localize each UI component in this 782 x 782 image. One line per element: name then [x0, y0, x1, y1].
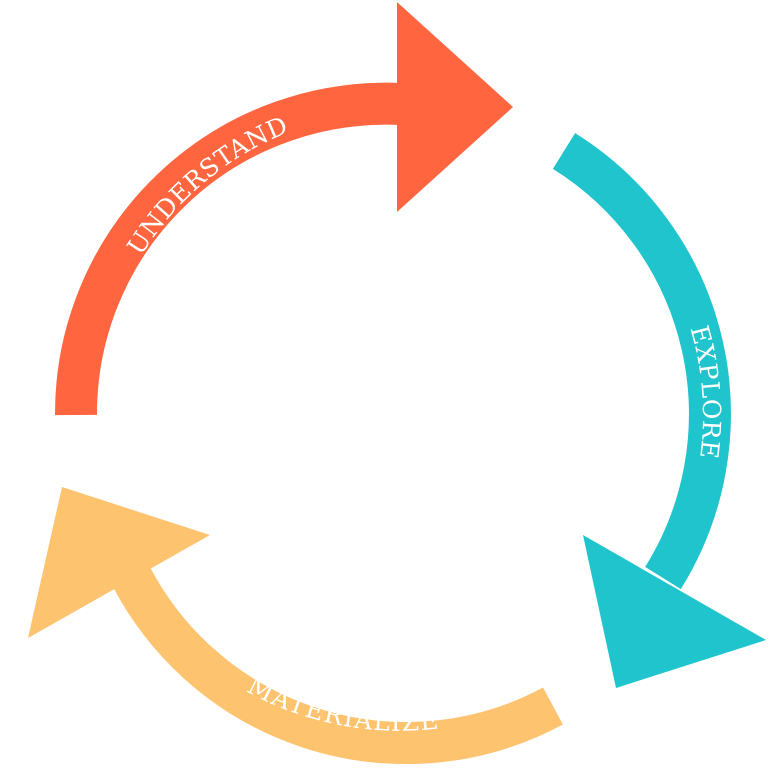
understand-label: UNDERSTAND [121, 110, 292, 260]
understand-arrowhead [397, 2, 513, 212]
explore-arrowhead [583, 535, 766, 688]
stage-materialize: MATERIALIZE [28, 487, 563, 765]
materialize-arc [107, 556, 563, 765]
stage-understand: UNDERSTAND [54, 2, 513, 416]
materialize-arrowhead [28, 487, 210, 638]
understand-arc [54, 82, 401, 416]
explore-arc [552, 133, 731, 590]
stage-explore: EXPLORE [552, 133, 766, 688]
